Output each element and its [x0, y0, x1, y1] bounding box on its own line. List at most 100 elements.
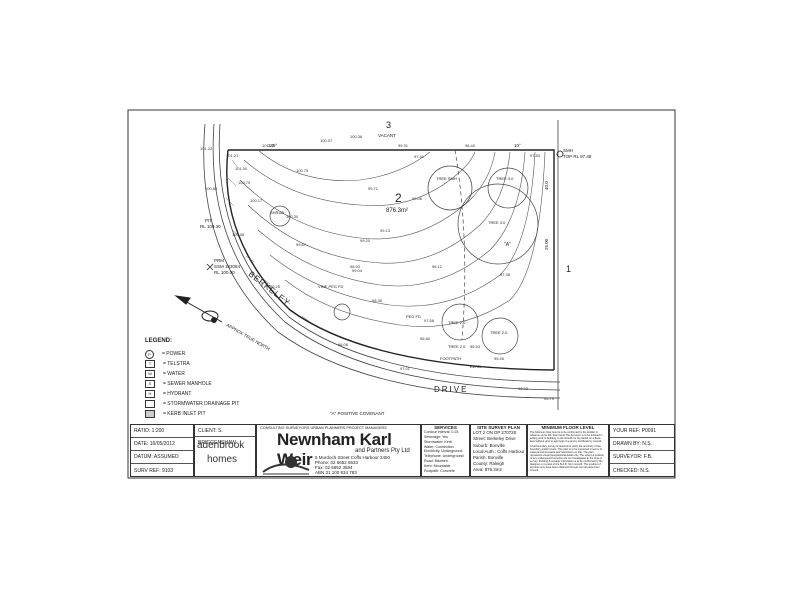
datum: DATUM: ASSUMED: [131, 451, 193, 464]
legend-label: = TELSTRA: [163, 361, 190, 367]
vine-label: VINE PEG FD: [318, 284, 343, 289]
spot-level: 95.46: [494, 356, 505, 361]
spot-level: 97.58: [424, 318, 435, 323]
legend-item: T = TELSTRA: [145, 359, 285, 369]
brand-adenbrook: adenbrook: [197, 440, 245, 451]
mfl-text-2: A full boundary survey is required to ve…: [530, 445, 604, 473]
refs-column: YOUR REF: P0091 DRAWN BY: N.S. SURVEYOR:…: [609, 424, 675, 477]
spot-level: 100.75: [296, 168, 309, 173]
surv-ref: SURV REF: 9103: [134, 468, 174, 474]
spot-level: 98.93: [350, 264, 361, 269]
mfl-text: The Minimum floor level is to be confirm…: [530, 431, 603, 444]
tree-label-4: TREE 2.0: [448, 320, 466, 325]
plan-line: Street: Berkeley Drive: [473, 436, 516, 442]
spot-level: 101.22: [200, 146, 213, 151]
lot-number-right: 1: [566, 264, 571, 274]
brand-homes: homes: [207, 454, 238, 465]
ssm-marker-icon: [206, 263, 214, 271]
service-line: Telephone: Underground: [424, 454, 464, 459]
spot-level: 101.27: [262, 143, 275, 148]
mfl-title: MINIMUM FLOOR LEVEL: [541, 425, 595, 430]
service-line: Water: Connection: [424, 444, 454, 449]
bearing-top: 149°: [268, 143, 278, 148]
spot-level: 101.00: [235, 166, 248, 171]
plan-line: Parish: Bonville: [473, 455, 504, 461]
ratio: RATIO: 1:200: [131, 425, 193, 438]
spot-level: 95.79: [544, 396, 555, 401]
firm-sub: and Partners Pty Ltd: [355, 448, 410, 454]
plan-line: Suburb: Bonville: [473, 442, 505, 448]
spot-level: 97.38: [500, 272, 511, 277]
spot-level: 100.07: [320, 138, 333, 143]
tree-label-2: TREE 3.0: [496, 176, 514, 181]
smh-rl: TOP RL 97.48: [563, 154, 592, 159]
kerb-label: KERB: [470, 364, 481, 369]
legend-item: P= POWER: [145, 349, 285, 359]
legend-item: S= SEWER MANHOLE: [145, 379, 285, 389]
ssm-head: PRM: [214, 258, 224, 263]
legend-item: = KERB INLET PIT: [145, 409, 285, 419]
smh-label: SMH: [563, 148, 573, 153]
spot-level: 96.53: [470, 344, 481, 349]
client-brand-panel: CLIENT: S. BRIGGENSHAW adenbrook homes: [194, 424, 256, 477]
legend-symbol-icon: S: [145, 380, 155, 388]
spot-level: 100.70: [238, 180, 251, 185]
spot-level: 99.71: [368, 186, 379, 191]
dim-right-2: 25.00: [544, 238, 549, 250]
spot-level: 98.38: [372, 298, 383, 303]
legend-symbol-icon: T: [145, 360, 155, 368]
legend-label: = WATER: [163, 371, 185, 377]
drawn-by: DRAWN BY: N.S.: [610, 438, 674, 451]
lot-area: 876.3m²: [386, 208, 408, 214]
spot-level: 99.13: [380, 228, 391, 233]
your-ref: YOUR REF: P0091: [610, 425, 674, 438]
plan-line: LOT 2 ON DP 270728: [473, 430, 517, 436]
service-line: Electricity: Underground: [424, 449, 463, 454]
firm-phone: Phone: 02 6652 6633: [315, 460, 359, 465]
service-line: Contour interval: 0.25: [424, 430, 459, 435]
spot-level: 96.60: [420, 336, 431, 341]
covenant-line: [454, 149, 466, 341]
legend-label: = STORMWATER DRAINAGE PIT: [163, 401, 240, 407]
spot-level: 97.41: [414, 154, 425, 159]
service-line: Kerb: Mountable: [424, 463, 451, 468]
plan-line: County: Raleigh: [473, 461, 505, 467]
contour-lines: [239, 149, 546, 327]
ssm-rl: RL 100.00: [214, 270, 235, 275]
lot-top-vacant: VACANT: [378, 133, 396, 138]
date: DATE: 16/05/2012: [131, 438, 193, 451]
peg-fd-label: PEG FD: [406, 314, 421, 319]
service-line: Road: Bitumen: [424, 458, 448, 463]
spot-level: 100.30: [286, 214, 299, 219]
firm-tagline: CONSULTING SURVEYORS URBAN PLANNERS PROJ…: [260, 426, 387, 430]
spot-level: 98.40: [465, 143, 476, 148]
spot-level: 99.06: [412, 196, 423, 201]
spot-level: 99.20: [360, 238, 371, 243]
service-line: Footpath: Concrete: [424, 468, 455, 473]
client: CLIENT: S. BRIGGENSHAW: [195, 425, 255, 446]
tree-label-1: TREE SMH: [436, 176, 457, 181]
pit-rl: RL 100.30: [200, 224, 221, 229]
service-line: Sewerage: Yes: [424, 435, 448, 439]
legend-symbol-icon: P: [145, 349, 154, 359]
firm-abn: ABN 31 100 934 783: [315, 470, 357, 475]
legend-symbol-icon: H: [145, 390, 155, 398]
checked: CHECKED: N.S.: [613, 468, 650, 474]
spot-level: 96.12: [432, 264, 443, 269]
legend-label: = KERB INLET PIT: [163, 411, 206, 417]
legend-symbol-icon: W: [145, 370, 155, 378]
legend-item: W = WATER: [145, 369, 285, 379]
street-drive: DRIVE: [434, 385, 468, 394]
plan-line: Local Auth.: Coffs Harbour: [473, 448, 525, 454]
spot-level: 99.31: [398, 143, 409, 148]
tree-label-3: TREE 3.0: [488, 220, 506, 225]
shrub-label: SHRUB: [270, 210, 284, 215]
legend-item: = STORMWATER DRAINAGE PIT: [145, 399, 285, 409]
smh-icon: [556, 150, 564, 158]
